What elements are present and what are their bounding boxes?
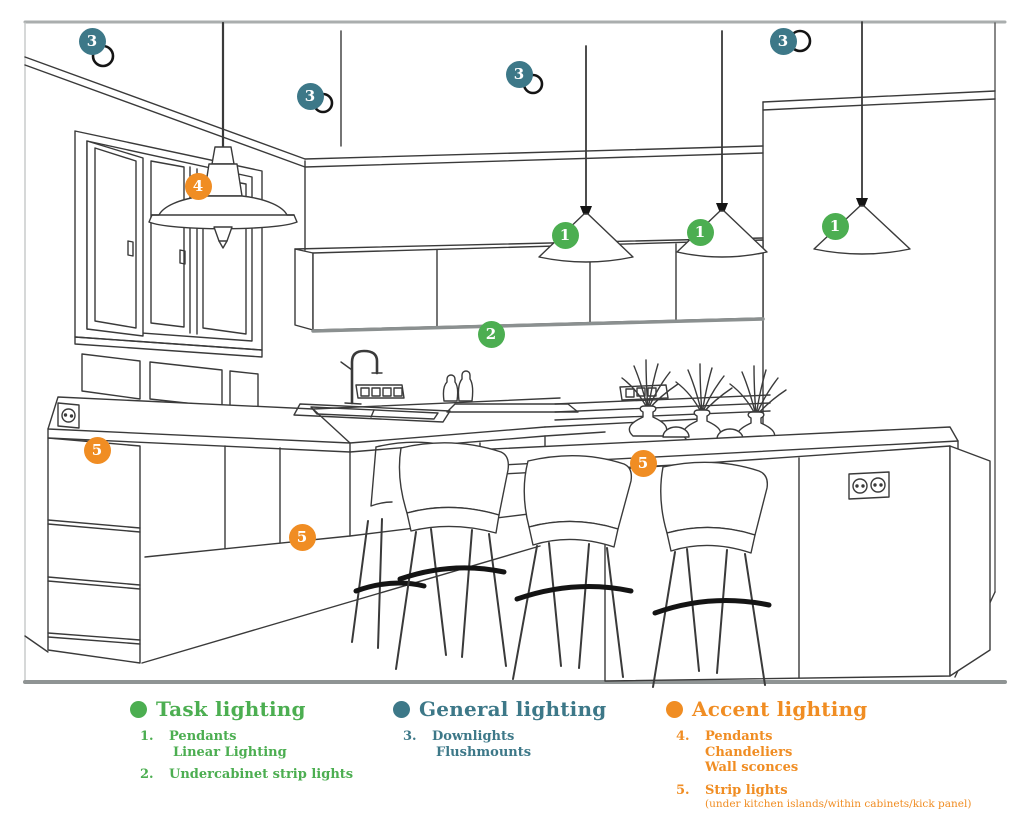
- legend-general-lighting: General lighting 3. Downlights Flushmoun…: [393, 697, 606, 767]
- legend-item-number: 4.: [676, 729, 690, 744]
- barn-pendant-light: [148, 21, 298, 249]
- marker-downlight: 3: [769, 27, 797, 55]
- sink-and-faucet: [293, 349, 451, 423]
- upper-cabinets: [294, 237, 765, 333]
- legend-task-lighting: Task lighting 1. Pendants Linear Lightin…: [130, 697, 353, 790]
- general-lighting-dot-icon: [393, 700, 410, 718]
- kitchen-illustration: [23, 20, 1007, 688]
- legend-item-number: 2.: [140, 767, 154, 782]
- legend-title: Accent lighting: [692, 697, 868, 721]
- marker-strip-light: 5: [83, 436, 111, 464]
- marker-strip-light: 5: [288, 523, 316, 551]
- bar-stool: [395, 442, 510, 670]
- legend-item-label: Strip lights: [705, 782, 788, 798]
- bar-stool: [512, 455, 634, 680]
- legend-item-number: 3.: [403, 729, 417, 744]
- legend-accent-lighting: Accent lighting 4. Pendants Chandeliers …: [666, 697, 971, 818]
- marker-task-pendant: 1: [821, 212, 849, 240]
- legend-title: General lighting: [419, 697, 607, 721]
- legend-item-label: Undercabinet strip lights: [169, 767, 354, 782]
- legend-item-note: (under kitchen islands/within cabinets/k…: [705, 798, 972, 810]
- legend-item-label: Flushmounts: [436, 744, 532, 760]
- legend-item: 2. Undercabinet strip lights: [130, 767, 353, 783]
- legend-item-label: Pendants: [169, 729, 237, 744]
- legend-item-label: Chandeliers: [705, 744, 793, 760]
- legend-item-number: 1.: [140, 729, 154, 744]
- cone-pendant-lights: [538, 21, 911, 263]
- legend-title: Task lighting: [156, 697, 306, 721]
- marker-downlight: 3: [505, 60, 533, 88]
- legend-item: 5. Strip lights (under kitchen islands/w…: [666, 783, 971, 812]
- task-lighting-dot-icon: [130, 700, 147, 718]
- marker-task-pendant: 1: [551, 221, 579, 249]
- marker-task-pendant: 1: [686, 218, 714, 246]
- marker-downlight: 3: [78, 27, 106, 55]
- plants: [621, 359, 787, 443]
- legend-item-label: Linear Lighting: [173, 744, 287, 760]
- legend-item: 4. Pendants Chandeliers Wall sconces: [666, 729, 971, 776]
- legend-item-label: Pendants: [705, 729, 773, 744]
- legend-item-number: 5.: [676, 782, 690, 798]
- accent-lighting-dot-icon: [666, 700, 683, 718]
- island-outlet: [848, 471, 890, 500]
- marker-accent-pendant: 4: [184, 172, 212, 200]
- legend-item: 3. Downlights Flushmounts: [393, 729, 606, 760]
- marker-downlight: 3: [296, 82, 324, 110]
- marker-undercabinet-strip: 2: [477, 320, 505, 348]
- bar-stools: [351, 441, 772, 688]
- legend-item: 1. Pendants Linear Lighting: [130, 729, 353, 760]
- bar-stool: [652, 461, 772, 688]
- legend-item-label: Downlights: [432, 729, 515, 744]
- counter-accessories: [355, 370, 579, 413]
- legend-item-label: Wall sconces: [705, 760, 799, 775]
- marker-strip-light: 5: [629, 449, 657, 477]
- downlight-circles: [91, 29, 812, 114]
- wall-outlet: [57, 402, 80, 429]
